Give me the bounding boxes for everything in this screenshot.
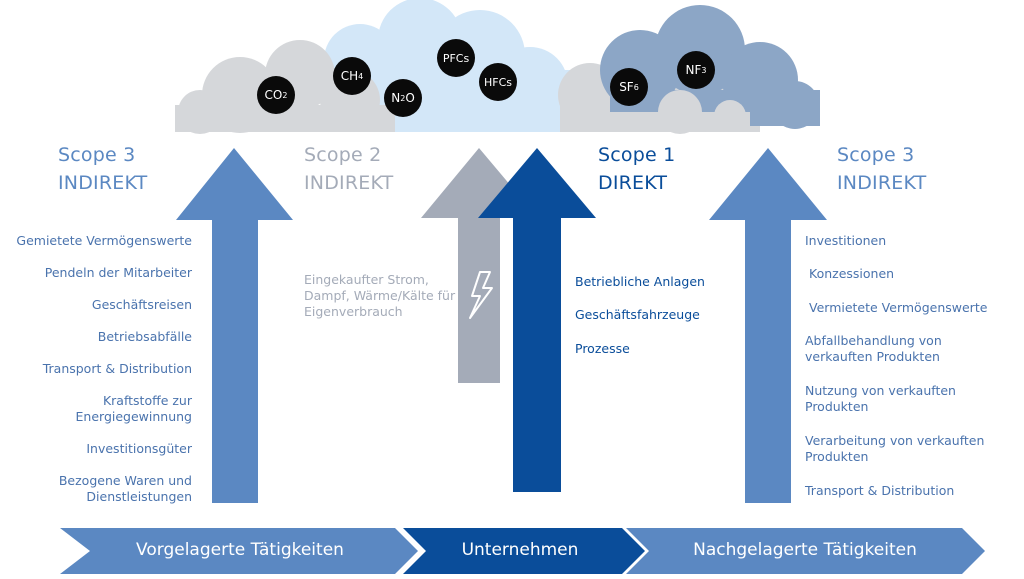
cloud-grey-front — [590, 90, 750, 134]
list-item: Abfallbehandlung von verkauften Produkte… — [805, 333, 942, 364]
list-item: Nutzung von verkauften Produkten — [805, 383, 956, 414]
list-item: Prozesse — [575, 341, 630, 356]
gas-label: PFCs — [442, 51, 470, 65]
gas-subscript: 2 — [400, 93, 406, 103]
scope-type: INDIREKT — [837, 172, 927, 194]
gas-label: HFCs — [483, 75, 512, 89]
scope3-upstream-arrow — [176, 148, 293, 503]
banner-upstream-shape — [60, 528, 418, 574]
banner-company-label: Unternehmen — [461, 540, 579, 560]
list-item: Transport & Distribution — [42, 361, 192, 376]
gas-subscript: 4 — [358, 71, 364, 81]
scope1-arrow — [478, 148, 596, 492]
list-item: Transport & Distribution — [805, 483, 955, 498]
scope-title: Scope 2 — [304, 144, 382, 166]
scope-title: Scope 1 — [598, 144, 676, 166]
scope-title: Scope 3 — [837, 144, 915, 166]
downstream-list: Investitionen Konzessionen Vermietete Ve… — [805, 0, 1015, 579]
list-item: Geschäftsreisen — [91, 297, 192, 312]
gas-subscript: 6 — [633, 82, 639, 92]
list-item: Investitionen — [805, 233, 887, 248]
gas-subscript: 3 — [701, 65, 707, 75]
gas-label: CO — [264, 88, 283, 102]
scope-type: INDIREKT — [304, 172, 394, 194]
banner-downstream-shape — [626, 528, 985, 574]
gas-label: NF — [685, 63, 702, 77]
list-item: Betriebliche Anlagen — [575, 274, 705, 289]
list-item: Konzessionen — [809, 266, 895, 281]
banner-downstream-label: Nachgelagerte Tätigkeiten — [693, 540, 917, 560]
list-item: Pendeln der Mitarbeiter — [44, 265, 192, 280]
scope2-description: Eingekaufter Strom, Dampf, Wärme/Kälte f… — [304, 272, 456, 319]
gas-label: N — [391, 91, 401, 105]
gas-label: SF — [619, 80, 634, 94]
scope2-heading: Scope 2 INDIREKT — [304, 141, 393, 197]
list-item: Kraftstoffe zur Energiegewinnung — [75, 393, 192, 424]
scope-type: DIREKT — [598, 172, 668, 194]
scope3-downstream-heading: Scope 3 INDIREKT — [837, 141, 926, 197]
gas-subscript: 2 — [282, 90, 288, 100]
lightning-icon — [469, 271, 493, 319]
list-item: Verarbeitung von verkauften Produkten — [805, 433, 985, 464]
gas-label: CH — [340, 69, 359, 83]
list-item: Gemietete Vermögenswerte — [16, 233, 192, 248]
gas-pfcs: PFCs — [437, 39, 475, 77]
list-item: Geschäftsfahrzeuge — [575, 307, 700, 322]
list-item: Betriebsabfälle — [97, 329, 192, 344]
list-item: Bezogene Waren und Dienstleistungen — [58, 473, 192, 504]
gas-hfcs: HFCs — [479, 63, 517, 101]
scope1-list: Betriebliche Anlagen Geschäftsfahrzeuge … — [575, 0, 735, 579]
scope3-downstream-arrow — [709, 148, 827, 503]
scope-title: Scope 3 — [58, 144, 136, 166]
scope3-upstream-heading: Scope 3 INDIREKT — [58, 141, 147, 197]
banner-upstream-label: Vorgelagerte Tätigkeiten — [136, 540, 344, 560]
list-item: Vermietete Vermögenswerte — [809, 300, 988, 315]
scope1-heading: Scope 1 DIREKT — [598, 141, 675, 197]
gas-label-tail: O — [405, 91, 415, 105]
banner-company-shape — [403, 528, 645, 574]
scope-type: INDIREKT — [58, 172, 148, 194]
list-item: Investitionsgüter — [86, 441, 192, 456]
upstream-list: Gemietete Vermögenswerte Pendeln der Mit… — [0, 0, 192, 579]
